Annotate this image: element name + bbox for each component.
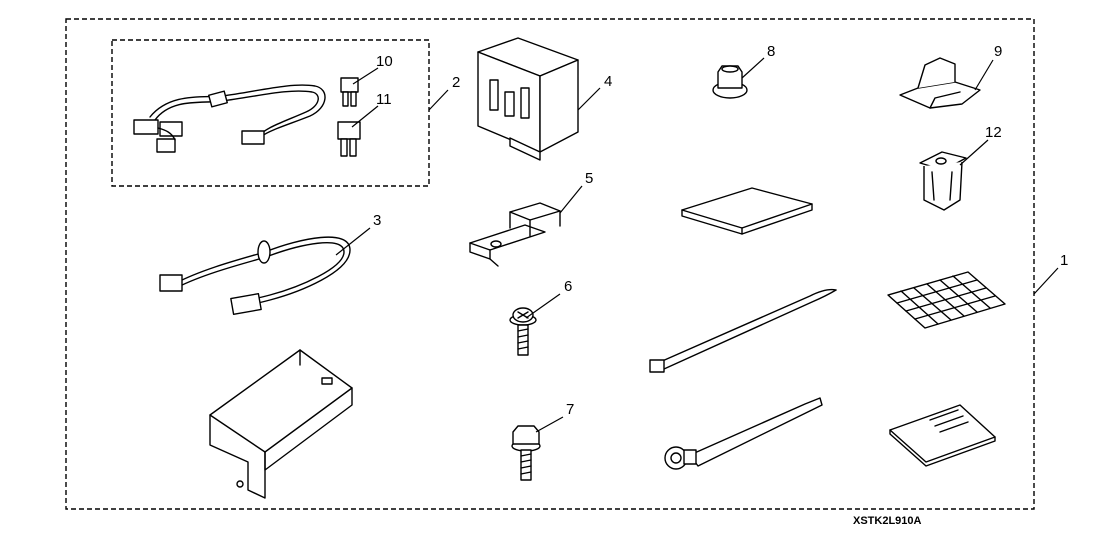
callout-1: 1	[1060, 252, 1068, 269]
mounting-bracket-illustration	[209, 349, 353, 499]
callout-7: 7	[566, 401, 574, 418]
control-unit-4-illustration	[477, 37, 579, 161]
nut-8-illustration	[712, 65, 748, 99]
callout-8: 8	[767, 43, 775, 60]
grommet-12-illustration	[919, 151, 967, 211]
screw-6-illustration	[509, 307, 537, 356]
harness-3-illustration	[159, 236, 351, 316]
instruction-booklet-illustration	[889, 404, 996, 467]
clip-5-illustration	[469, 202, 561, 267]
callout-4: 4	[604, 73, 612, 90]
fuse-11-illustration	[337, 121, 361, 157]
kit-outline	[65, 18, 1035, 510]
clip-tie-illustration	[664, 397, 823, 470]
subkit-outline	[111, 39, 430, 187]
subkit-harness-illustration	[133, 84, 326, 153]
callout-6: 6	[564, 278, 572, 295]
callout-3: 3	[373, 212, 381, 229]
bolt-7-illustration	[511, 425, 541, 481]
cable-tie-illustration	[649, 288, 837, 373]
leader-lines	[335, 57, 1059, 433]
callout-12: 12	[985, 124, 1002, 141]
callout-10: 10	[376, 53, 393, 70]
fuse-10-illustration	[340, 77, 359, 107]
callout-11: 11	[376, 91, 392, 108]
callout-2: 2	[452, 74, 460, 91]
label-sheet-illustration	[887, 271, 1006, 329]
callout-5: 5	[585, 170, 593, 187]
drawing-code: XSTK2L910A	[853, 515, 922, 527]
clip-9-illustration	[899, 57, 981, 109]
foam-pad-illustration	[681, 187, 813, 235]
callout-9: 9	[994, 43, 1002, 60]
